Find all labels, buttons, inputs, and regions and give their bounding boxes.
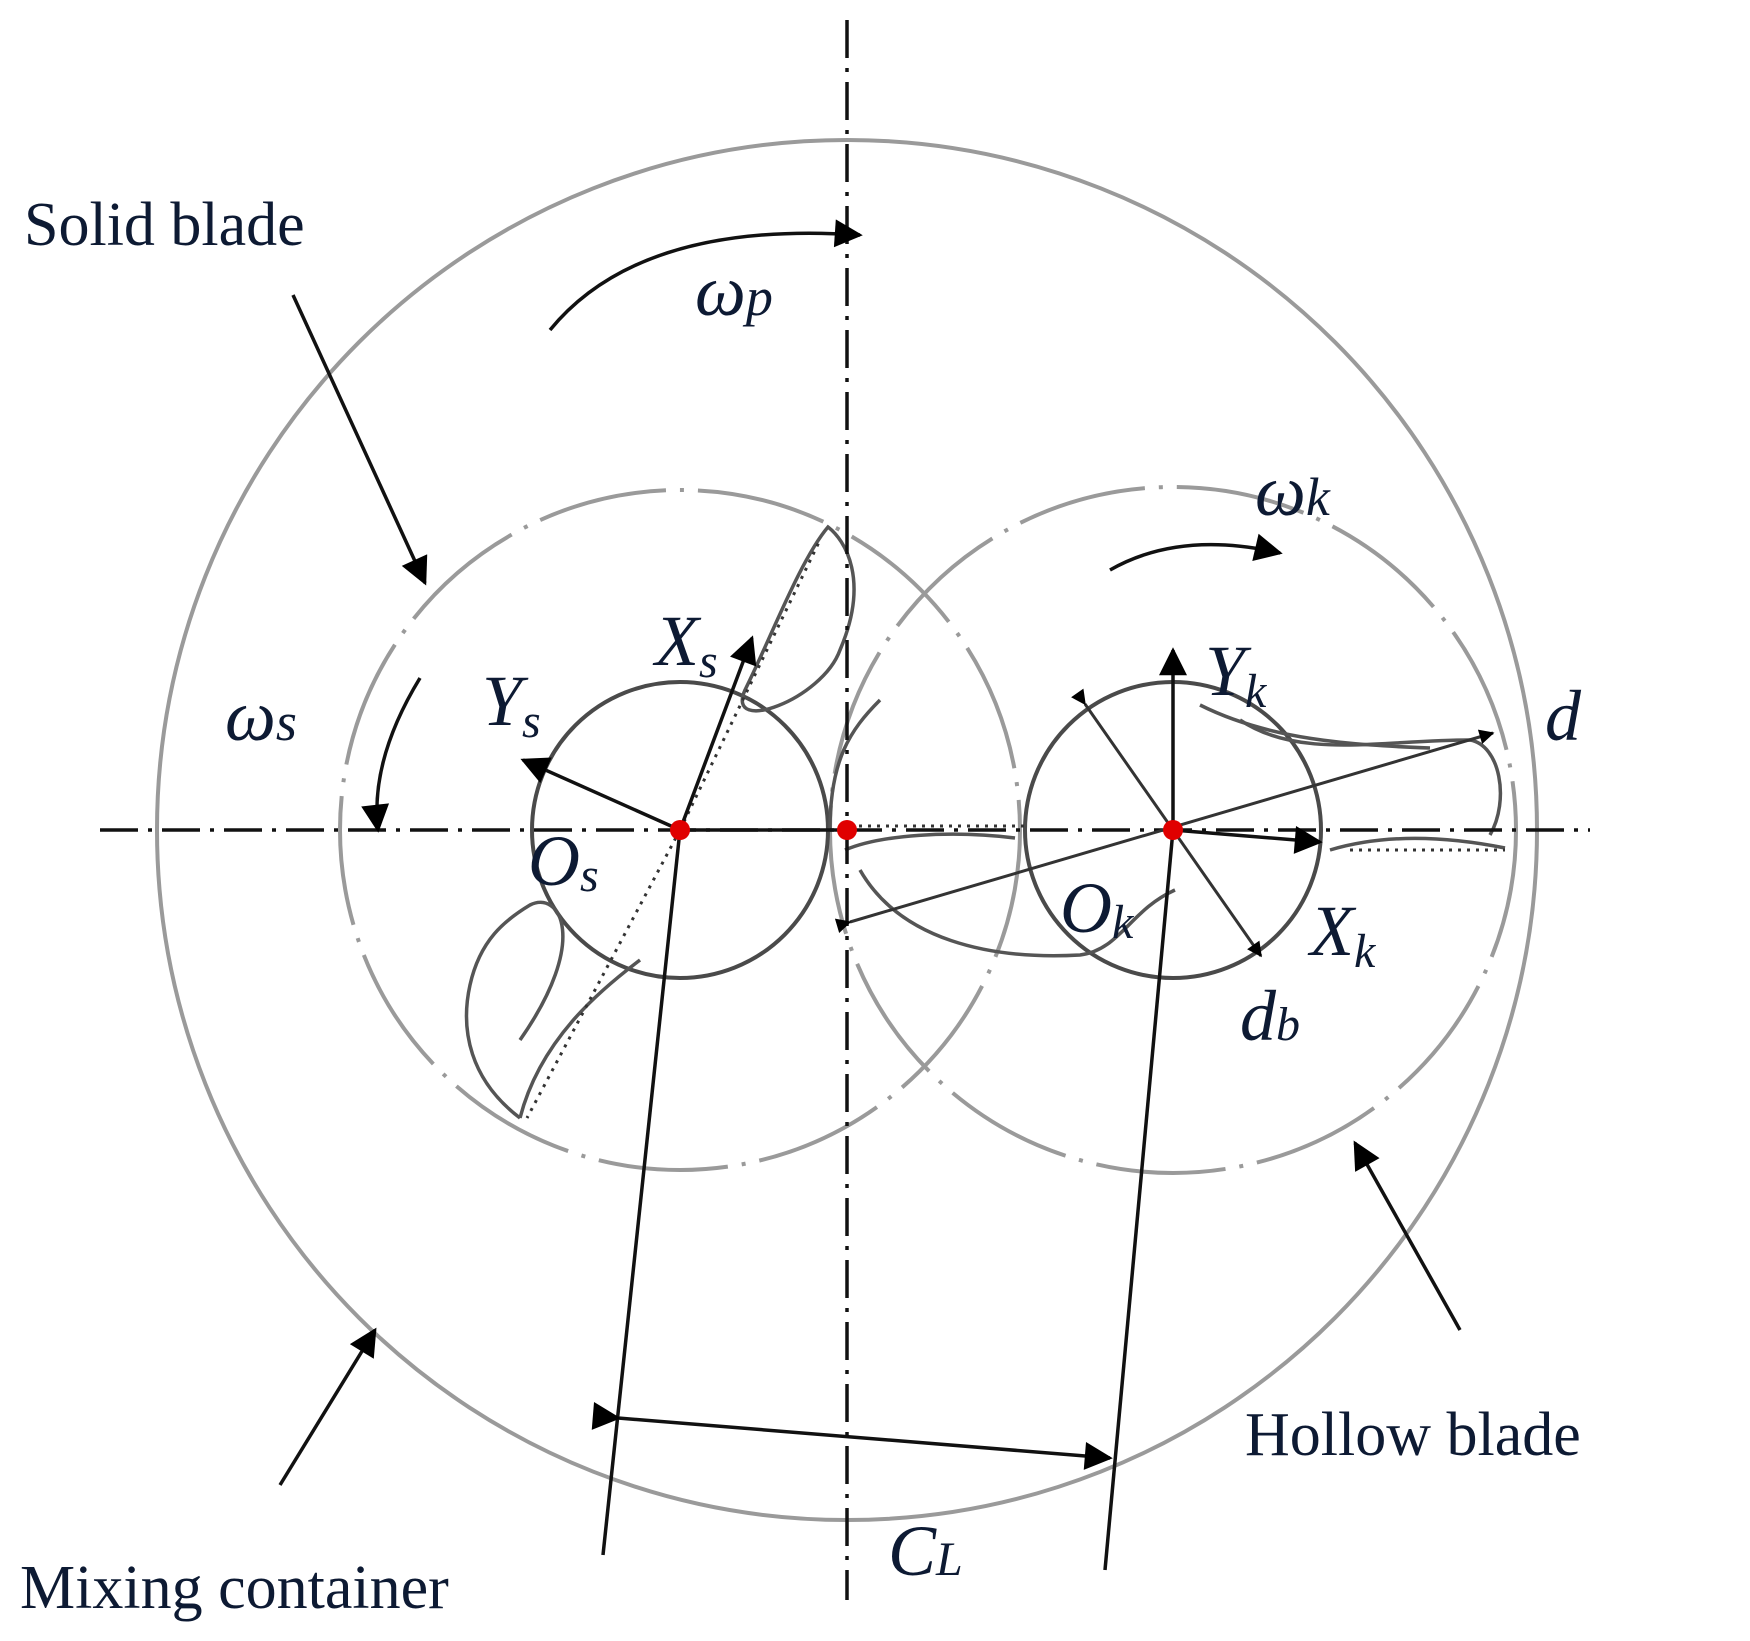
container-center-point	[837, 820, 857, 840]
omega-k-arc	[1109, 533, 1283, 572]
solid-blade-right-lobe	[828, 698, 882, 831]
solid-blade-lower-lobe	[518, 958, 642, 1119]
label-yk: Yk	[1205, 631, 1268, 718]
solid-blade-leader	[291, 294, 428, 586]
hollow-blade-center-point	[1163, 820, 1183, 840]
dotted-solid-radius-bottom	[525, 829, 682, 1119]
label-ok: Ok	[1060, 868, 1135, 949]
hollow-blade-left-lobe	[844, 832, 1016, 852]
cl-projection-left	[601, 829, 682, 1556]
solid-blade-upper-profile	[740, 524, 856, 713]
hollow-blade-upper-profile	[1239, 718, 1503, 836]
cl-projection-right	[1103, 829, 1175, 1571]
label-solid-blade: Solid blade	[24, 191, 305, 259]
label-db: db	[1240, 976, 1300, 1056]
mixing-container-leader	[278, 1327, 377, 1486]
omega-s-arc	[361, 677, 422, 833]
label-xs: Xs	[652, 601, 718, 688]
label-mixing-container: Mixing container	[20, 1554, 449, 1622]
solid-blade-lower-profile	[464, 900, 565, 1120]
omega-p-arc	[548, 219, 863, 332]
label-cl: CL	[888, 1511, 963, 1591]
label-omega-p: ωp	[695, 251, 773, 331]
solid-blade-center-point	[670, 820, 690, 840]
axis-xs-arrow	[678, 635, 757, 831]
label-xk: Xk	[1307, 891, 1377, 978]
axis-xk-arrow	[1172, 825, 1323, 854]
label-os: Os	[528, 821, 599, 902]
label-omega-k: ωk	[1255, 451, 1331, 531]
hollow-blade-right-tail	[1329, 836, 1506, 852]
dimension-cl-line	[591, 1402, 1113, 1470]
label-hollow-blade: Hollow blade	[1245, 1401, 1581, 1469]
axis-ys-arrow	[520, 757, 681, 832]
label-ys: Ys	[482, 661, 541, 748]
hollow-blade-leader	[1353, 1140, 1462, 1331]
label-omega-s: ωs	[225, 676, 297, 756]
label-d: d	[1545, 676, 1582, 756]
